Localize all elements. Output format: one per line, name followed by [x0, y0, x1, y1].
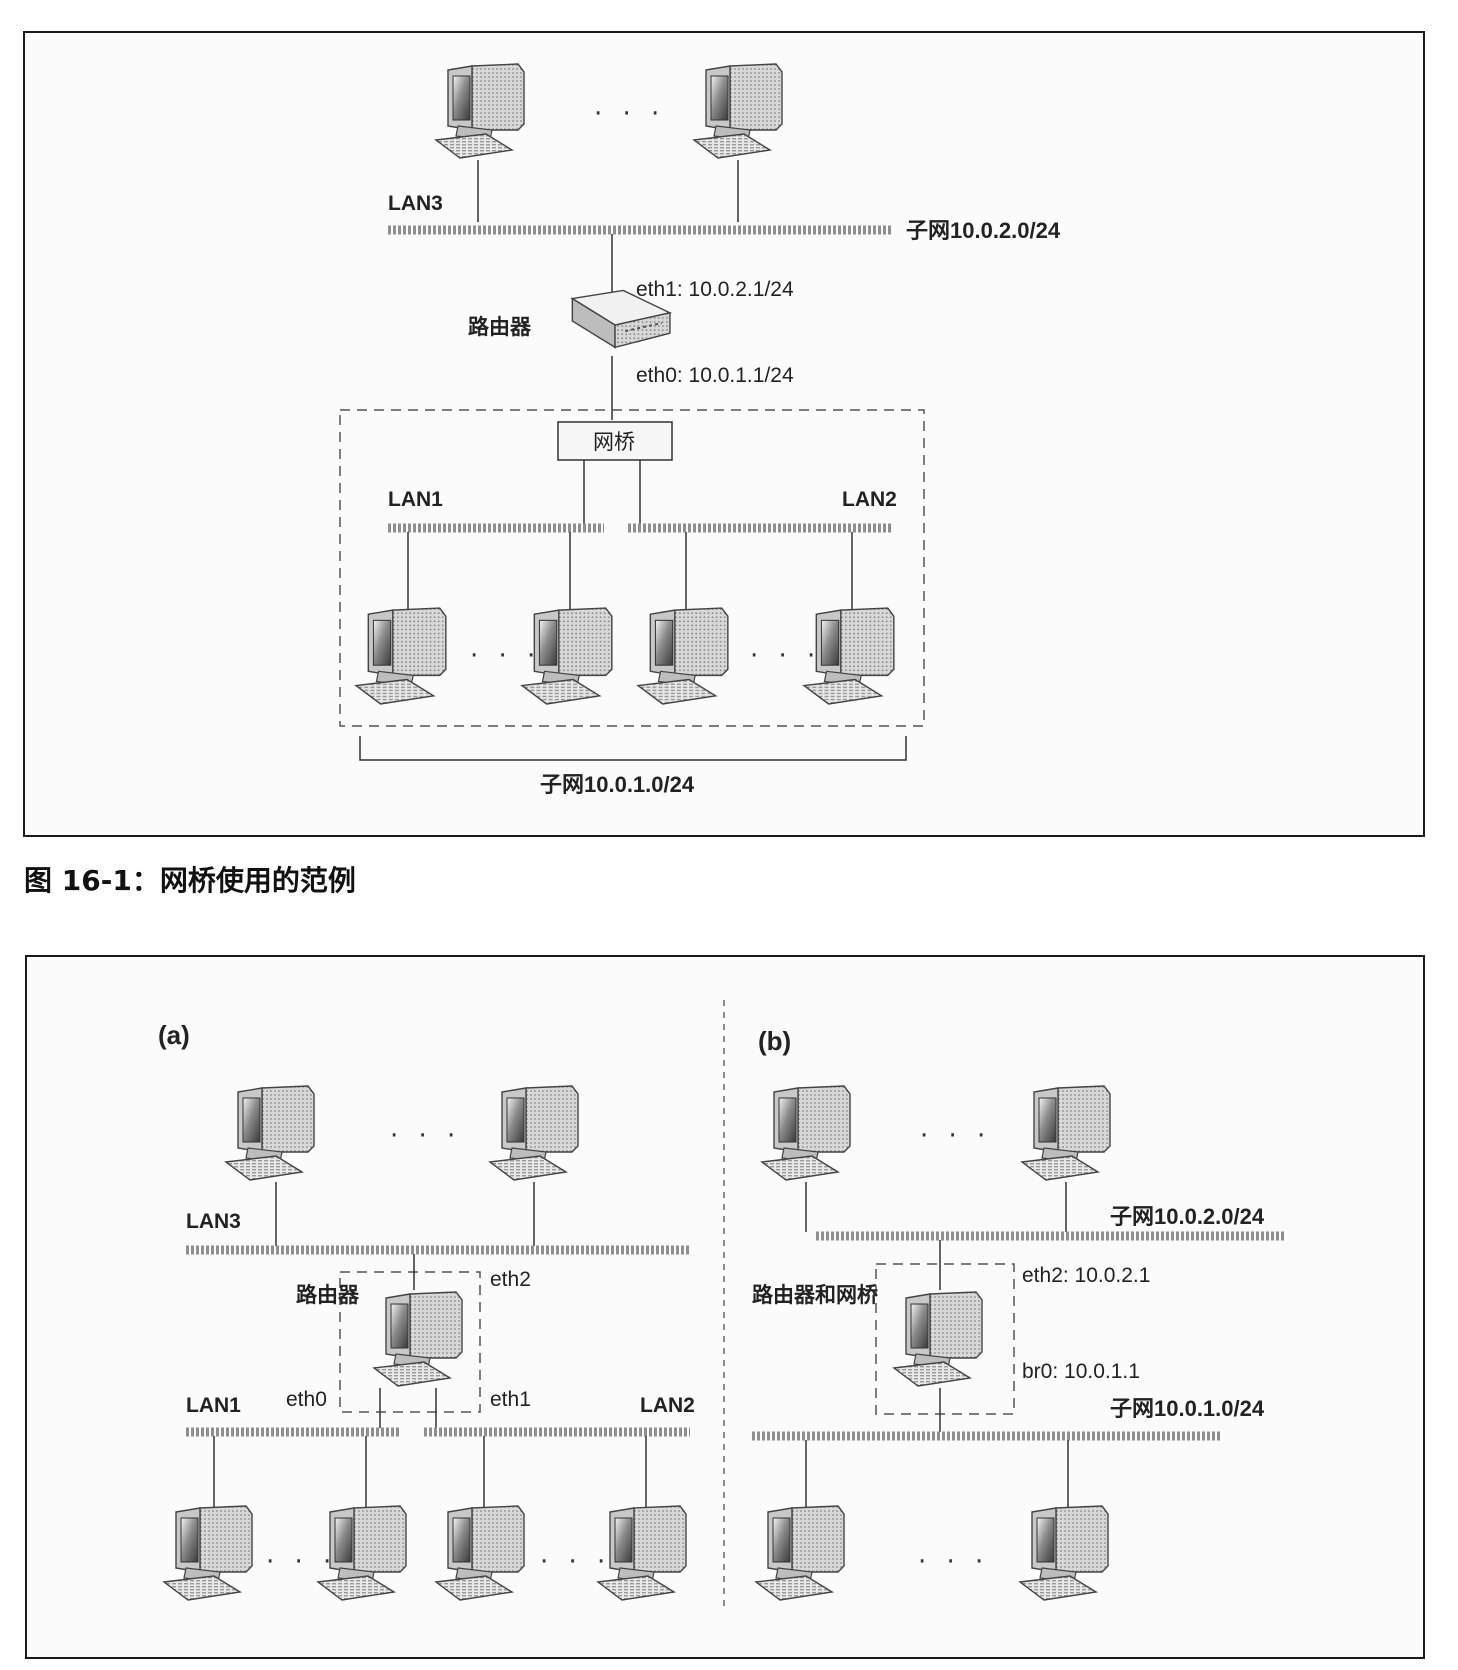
router-label: 路由器	[296, 1283, 360, 1307]
ellipsis: · · ·	[920, 1121, 991, 1151]
eth0-label: eth0	[286, 1388, 327, 1411]
lan2-label: LAN2	[640, 1394, 695, 1417]
lan3-label: LAN3	[186, 1210, 241, 1233]
ellipsis: · · ·	[266, 1547, 337, 1577]
ellipsis: · · ·	[470, 641, 541, 671]
subnet-bracket	[359, 736, 907, 761]
br0-label: br0: 10.0.1.1	[1022, 1360, 1140, 1383]
lan2-label: LAN2	[842, 488, 897, 511]
bridge-boundary	[339, 409, 925, 727]
panel-b-label: (b)	[758, 1026, 791, 1056]
figure-16-1: · · · LAN3 子网10.0.2.0/24 eth1: 10.0.2.1/…	[23, 31, 1425, 837]
lan3-label: LAN3	[388, 192, 443, 215]
subnet-bottom-label: 子网10.0.1.0/24	[540, 772, 695, 797]
subnet-bottom-label: 子网10.0.1.0/24	[1110, 1396, 1265, 1421]
ellipsis: · · ·	[594, 99, 665, 129]
router-bridge-boundary	[875, 1263, 1015, 1415]
bridge-label: 网桥	[593, 431, 635, 454]
lan1-label: LAN1	[388, 488, 443, 511]
figure-2-frame	[25, 955, 1425, 1659]
router-boundary	[339, 1271, 481, 1413]
ellipsis: · · ·	[750, 641, 821, 671]
eth1-label: eth1: 10.0.2.1/24	[636, 278, 794, 301]
figure-16-2: (a) · · · LAN3 路由器 eth2 eth0 eth1 LAN1 L…	[25, 955, 1425, 1659]
router-label: 路由器	[468, 315, 532, 339]
ellipsis: · · ·	[918, 1547, 989, 1577]
subnet-top-label: 子网10.0.2.0/24	[906, 218, 1061, 243]
panel-b: (b) · · · 子网10.0.2.0/24 路由器和网桥 eth2: 10.…	[752, 1026, 1286, 1601]
bridge-box	[557, 421, 673, 461]
eth1-label: eth1	[490, 1388, 531, 1411]
lan1-label: LAN1	[186, 1394, 241, 1417]
ellipsis: · · ·	[540, 1547, 611, 1577]
eth2-label: eth2	[490, 1268, 531, 1291]
figure-caption: 图 16-1：网桥使用的范例	[24, 864, 356, 897]
subnet-top-label: 子网10.0.2.0/24	[1110, 1204, 1265, 1229]
figure-1-frame	[23, 31, 1425, 837]
panel-a-label: (a)	[158, 1020, 190, 1050]
ellipsis: · · ·	[390, 1121, 461, 1151]
eth0-label: eth0: 10.0.1.1/24	[636, 364, 794, 387]
router-bridge-label: 路由器和网桥	[752, 1283, 879, 1307]
eth2-label: eth2: 10.0.2.1	[1022, 1264, 1150, 1287]
panel-a: (a) · · · LAN3 路由器 eth2 eth0 eth1 LAN1 L…	[158, 1020, 695, 1601]
